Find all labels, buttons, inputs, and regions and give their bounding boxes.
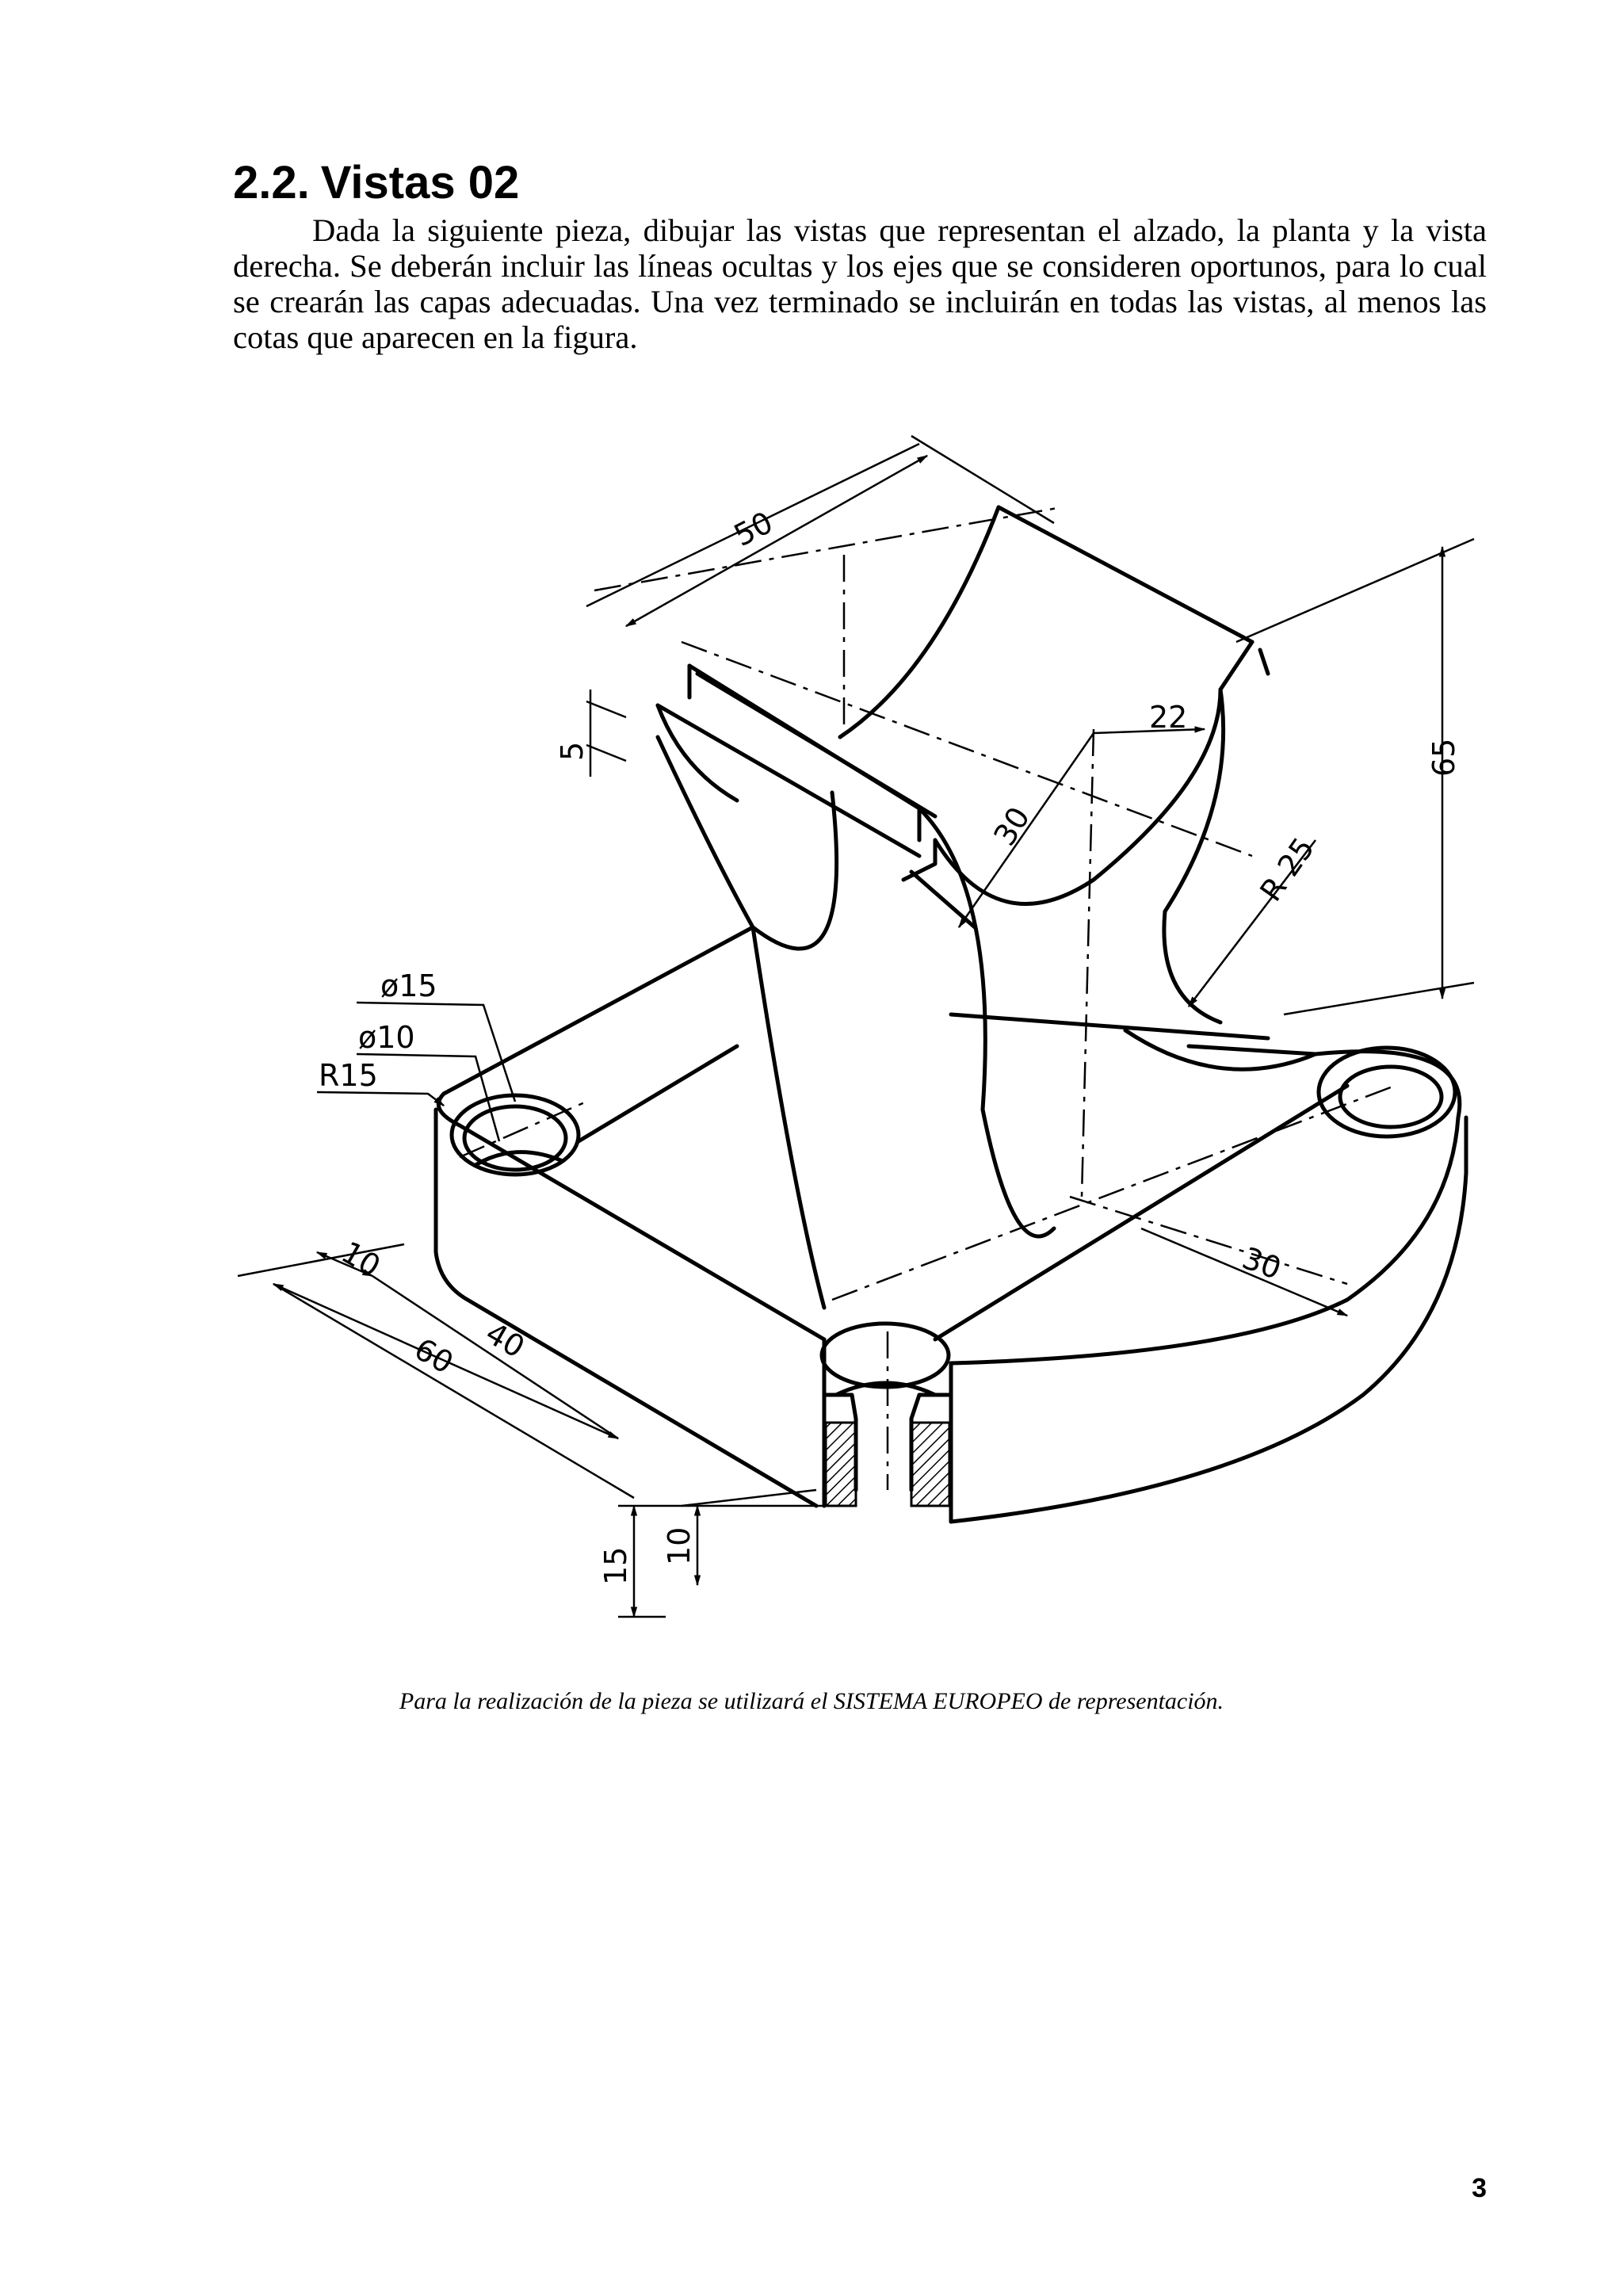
section-hatching bbox=[824, 1421, 951, 1507]
dim-40: 40 bbox=[480, 1316, 531, 1365]
dim-r25: R 25 bbox=[1253, 831, 1321, 907]
dim-10-height: 10 bbox=[662, 1527, 697, 1565]
drawing-caption: Para la realización de la pieza se utili… bbox=[399, 1688, 1224, 1714]
dim-65: 65 bbox=[1426, 739, 1461, 777]
dimension-lines bbox=[237, 434, 1475, 1618]
dim-5: 5 bbox=[555, 742, 590, 761]
dim-dia10: ø10 bbox=[358, 1020, 415, 1055]
center-lines bbox=[459, 506, 1396, 1490]
dim-30-right: 30 bbox=[1238, 1240, 1285, 1286]
dim-22: 22 bbox=[1149, 700, 1187, 735]
dim-60: 60 bbox=[409, 1331, 460, 1381]
dim-15-height: 15 bbox=[598, 1547, 633, 1585]
section-number: 2.2. bbox=[233, 157, 310, 208]
page-title: 2.2.Vistas 02 bbox=[233, 155, 519, 211]
isometric-technical-drawing: 50 5 22 30 65 R 25 ø15 ø10 R15 10 40 60 … bbox=[237, 434, 1475, 1618]
exercise-statement: Dada la siguiente pieza, dibujar las vis… bbox=[233, 212, 1487, 355]
page-number: 3 bbox=[1472, 2173, 1487, 2203]
dim-r15: R15 bbox=[319, 1058, 378, 1093]
section-title: Vistas 02 bbox=[320, 157, 520, 208]
dimension-texts: 50 5 22 30 65 R 25 ø15 ø10 R15 10 40 60 … bbox=[319, 505, 1461, 1585]
dim-50: 50 bbox=[728, 505, 778, 553]
dim-dia15: ø15 bbox=[380, 968, 437, 1003]
piece-outline bbox=[433, 505, 1468, 1524]
dim-10-left: 10 bbox=[336, 1235, 387, 1284]
dim-30-radius: 30 bbox=[987, 800, 1037, 851]
